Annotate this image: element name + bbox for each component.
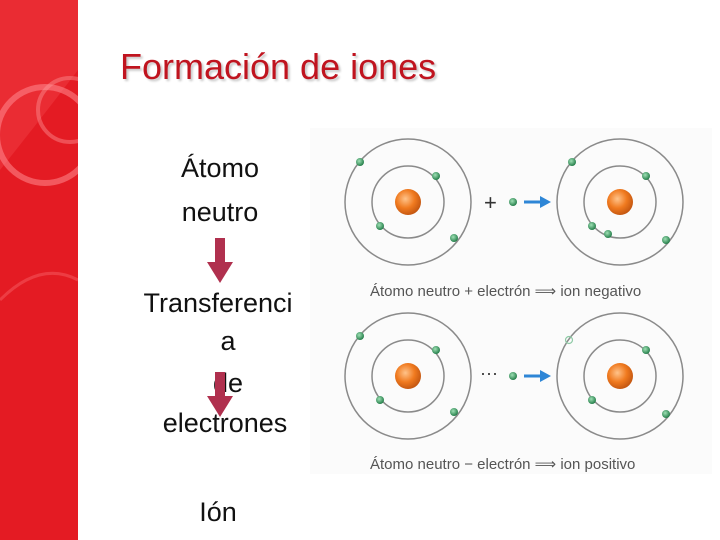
removed-electron (509, 372, 517, 380)
negative-ion-atom (556, 138, 684, 266)
electron (642, 346, 650, 354)
label-a: a (220, 326, 236, 356)
outer-orbit (344, 312, 472, 440)
atom-diagrams: + ··· (344, 138, 684, 440)
caption-negative-ion: Átomo neutro + electrón ⟹ ion negativo (370, 283, 642, 300)
label-electrones: electrones (162, 408, 288, 438)
decorative-red-band (0, 0, 78, 540)
neutral-atom-top (344, 138, 472, 266)
electron (604, 230, 612, 238)
electron (588, 396, 596, 404)
label-neutro: neutro (181, 197, 259, 227)
electron (588, 222, 596, 230)
electron (376, 396, 384, 404)
electron (662, 410, 670, 418)
vacant-electron-position (564, 335, 574, 345)
label-transferencia: Transferenci (143, 288, 293, 318)
electron (432, 172, 440, 180)
electron (662, 236, 670, 244)
plus-sign: + (484, 190, 497, 215)
electron (450, 408, 458, 416)
inner-orbit (371, 339, 445, 413)
nucleus (607, 363, 633, 389)
inner-orbit (583, 165, 657, 239)
neutral-atom-bottom (344, 312, 472, 440)
electron (356, 332, 364, 340)
inner-orbit (583, 339, 657, 413)
electron (432, 346, 440, 354)
down-arrow-icon (207, 238, 233, 283)
nucleus (607, 189, 633, 215)
outer-orbit (344, 138, 472, 266)
inner-orbit (371, 165, 445, 239)
caption-positive-ion: Átomo neutro − electrón ⟹ ion positivo (370, 456, 636, 473)
nucleus (395, 189, 421, 215)
nucleus (395, 363, 421, 389)
reaction-arrow-icon (524, 370, 551, 382)
electron (376, 222, 384, 230)
added-electron (509, 198, 517, 206)
electron (568, 158, 576, 166)
label-atomo: Átomo (180, 153, 260, 183)
positive-ion-atom (556, 312, 684, 440)
electron (450, 234, 458, 242)
outer-orbit (556, 312, 684, 440)
electron (642, 172, 650, 180)
down-arrow-icon (207, 372, 233, 417)
outer-orbit (556, 138, 684, 266)
slide-title: Formación de iones (120, 46, 437, 87)
reaction-arrow-icon (524, 196, 551, 208)
electron (356, 158, 364, 166)
label-ion: Ión (199, 497, 237, 527)
ion-formation-figure: + ··· (310, 128, 712, 474)
ellipsis-sign: ··· (480, 363, 498, 383)
